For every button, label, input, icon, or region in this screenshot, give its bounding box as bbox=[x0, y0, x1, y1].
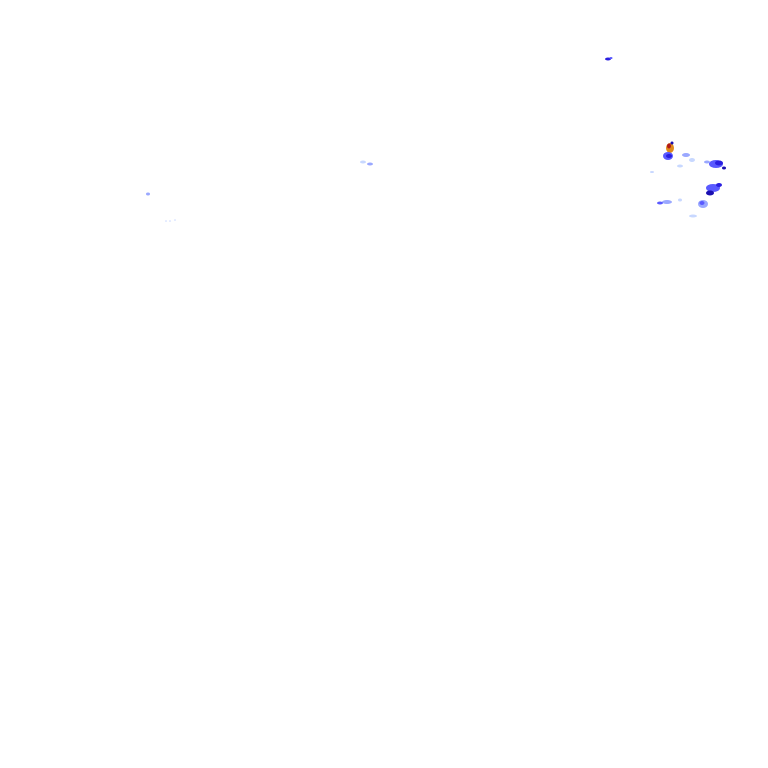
echo-far-north-speck bbox=[605, 57, 613, 61]
echo-west-speck bbox=[146, 192, 150, 196]
echo-west-faint bbox=[165, 219, 176, 222]
echo-northeast-cluster bbox=[650, 141, 726, 218]
echo-central-light bbox=[360, 160, 373, 166]
